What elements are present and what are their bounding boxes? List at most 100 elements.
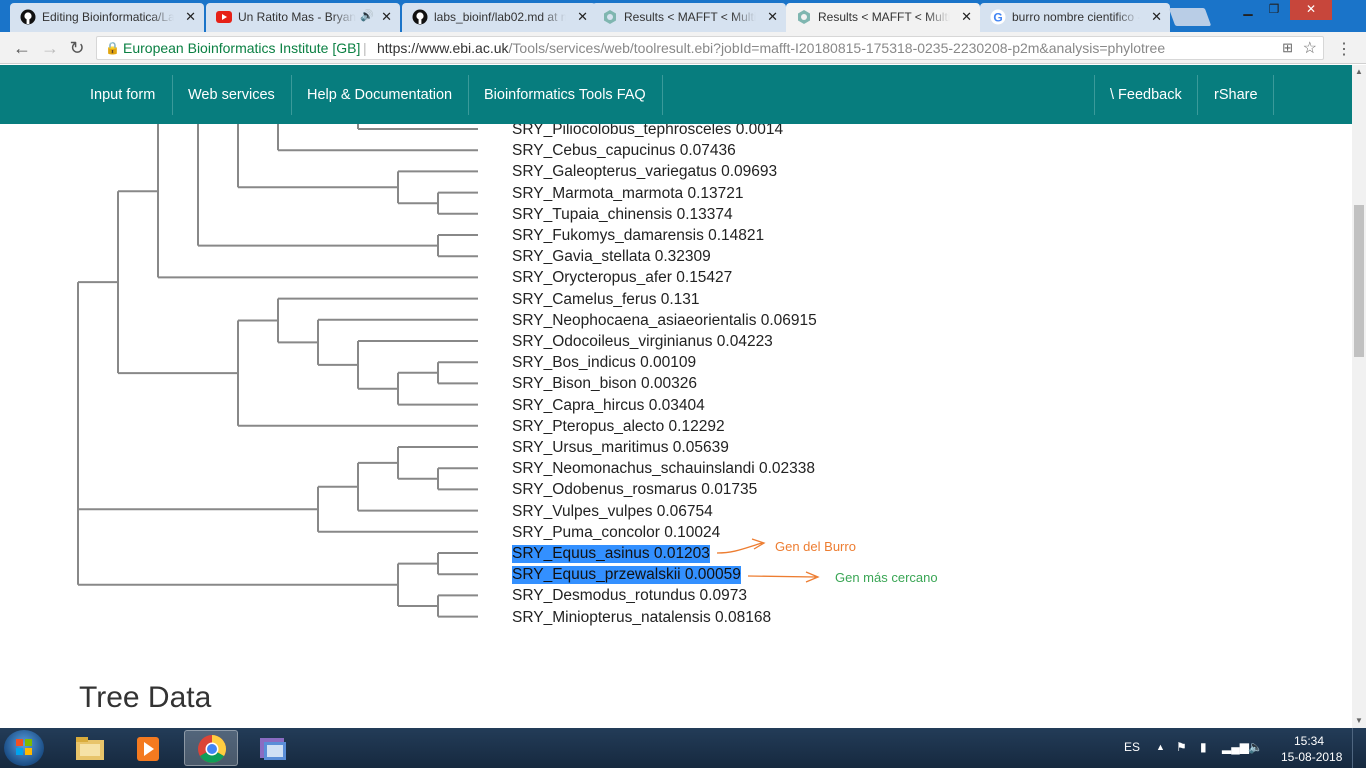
tree-leaf: SRY_Gavia_stellata 0.32309: [512, 248, 711, 266]
tree-leaf: SRY_Neomonachus_schauinslandi 0.02338: [512, 460, 816, 478]
language-indicator[interactable]: ES: [1124, 740, 1141, 754]
address-separator: |: [363, 40, 367, 56]
speaker-icon[interactable]: 🔊: [360, 10, 374, 22]
close-tab-icon[interactable]: ✕: [961, 9, 972, 24]
tree-leaf: SRY_Pteropus_alecto 0.12292: [512, 417, 725, 435]
tree-leaf: SRY_Orycteropus_afer 0.15427: [512, 269, 733, 287]
nav-divider: [172, 75, 173, 115]
nav-divider: [291, 75, 292, 115]
start-button[interactable]: [4, 730, 44, 766]
windows-taskbar: ES ▲ ⚑ ▮ ▂▄▆ 🔈 15:34 15-08-2018: [0, 728, 1366, 768]
tree-leaf: SRY_Miniopterus_natalensis 0.08168: [512, 608, 772, 626]
site-identity[interactable]: European Bioinformatics Institute [GB]: [123, 40, 361, 56]
tree-leaf: SRY_Marmota_marmota 0.13721: [512, 184, 744, 202]
explorer-icon[interactable]: [62, 730, 116, 766]
clock-time[interactable]: 15:34: [1294, 734, 1325, 748]
tree-leaf: SRY_Capra_hircus 0.03404: [512, 396, 705, 414]
tab-title: Editing Bioinformatica/La: [42, 10, 174, 24]
windows-logo-icon: [16, 739, 32, 755]
nav-help-documentation[interactable]: Help & Documentation: [307, 87, 453, 103]
star-icon[interactable]: ☆: [1302, 40, 1317, 57]
minimize-icon[interactable]: ▁: [1243, 2, 1253, 16]
tree-leaf: SRY_Puma_concolor 0.10024: [512, 523, 721, 541]
google-icon: G: [990, 9, 1006, 25]
back-icon[interactable]: ←: [13, 38, 31, 58]
tray-expand-icon[interactable]: ▲: [1156, 742, 1165, 752]
tree-leaf: SRY_Vulpes_vulpes 0.06754: [512, 502, 713, 520]
tree-leaf: SRY_Bison_bison 0.00326: [512, 375, 697, 393]
nav-feedback[interactable]: \ Feedback: [1110, 87, 1182, 103]
tree-leaf: SRY_Piliocolobus_tephrosceles 0.0014: [512, 124, 784, 138]
reload-icon[interactable]: ↻: [69, 38, 85, 58]
page-scrollbar[interactable]: ▲ ▼: [1352, 65, 1366, 728]
page-content: SRY_Rhinopithecus_roxellana 0.00468SRY_P…: [0, 124, 1352, 728]
tab-labs-bioinf[interactable]: labs_bioinf/lab02.md at m ✕: [402, 3, 596, 32]
close-tab-icon[interactable]: ✕: [767, 9, 778, 24]
tree-leaf: SRY_Tupaia_chinensis 0.13374: [512, 205, 733, 223]
power-icon[interactable]: ▮: [1200, 740, 1207, 754]
tree-leaf: SRY_Odocoileus_virginianus 0.04223: [512, 333, 773, 350]
scrollbar-thumb[interactable]: [1354, 205, 1364, 357]
tree-leaf: SRY_Galeopterus_variegatus 0.09693: [512, 163, 778, 181]
nav-divider: [468, 75, 469, 115]
url-path: /Tools/services/web/toolresult.ebi?jobId…: [508, 40, 1166, 56]
tab-editing-bioinformatica[interactable]: Editing Bioinformatica/La ✕: [10, 3, 204, 32]
nav-web-services[interactable]: Web services: [188, 87, 275, 103]
scroll-down-icon[interactable]: ▼: [1355, 716, 1363, 725]
maximize-icon[interactable]: ❐: [1268, 2, 1280, 16]
chrome-icon[interactable]: [184, 730, 238, 766]
annotation-gen-mas-cercano: Gen más cercano: [835, 570, 938, 585]
cercano-arrow: [747, 571, 820, 583]
tree-leaf: SRY_Fukomys_damarensis 0.14821: [512, 227, 765, 244]
tree-leaf: SRY_Odobenus_rosmarus 0.01735: [512, 481, 758, 499]
ebi-icon: [602, 9, 618, 25]
tree-leaf: SRY_Bos_indicus 0.00109: [512, 354, 697, 372]
tree-leaf: SRY_Desmodus_rotundus 0.0973: [512, 587, 747, 605]
close-tab-icon[interactable]: ✕: [1151, 9, 1162, 24]
tree-leaf: SRY_Camelus_ferus 0.131: [512, 290, 700, 308]
annotation-gen-del-burro: Gen del Burro: [775, 539, 856, 554]
close-tab-icon[interactable]: ✕: [185, 9, 196, 24]
browser-tab-strip: Editing Bioinformatica/La ✕ Un Ratito Ma…: [0, 0, 1366, 32]
tab-mafft-results-1[interactable]: Results < MAFFT < Multip ✕: [592, 3, 786, 32]
tab-mafft-results-2[interactable]: Results < MAFFT < Multip ✕: [786, 3, 980, 32]
tab-title: Un Ratito Mas - Bryan: [238, 10, 356, 24]
close-tab-icon[interactable]: ✕: [381, 9, 392, 24]
close-window-icon[interactable]: ✕: [1290, 0, 1332, 20]
tab-google-search[interactable]: G burro nombre cientifico - ✕: [980, 3, 1170, 32]
volume-icon[interactable]: 🔈: [1248, 740, 1263, 754]
nav-share[interactable]: rShare: [1214, 87, 1258, 103]
tab-title: burro nombre cientifico -: [1012, 10, 1140, 24]
window-icon[interactable]: [246, 730, 300, 766]
show-desktop-button[interactable]: [1352, 728, 1366, 768]
scroll-up-icon[interactable]: ▲: [1355, 67, 1363, 76]
svg-text:G: G: [993, 11, 1002, 25]
site-navigation: Input form Web services Help & Documenta…: [0, 65, 1352, 124]
tab-youtube[interactable]: Un Ratito Mas - Bryan 🔊 ✕: [206, 3, 400, 32]
burro-arrow: [716, 538, 766, 554]
nav-input-form[interactable]: Input form: [90, 87, 156, 103]
clock-date[interactable]: 15-08-2018: [1281, 750, 1343, 764]
media-player-icon[interactable]: [122, 730, 176, 766]
browser-menu-icon[interactable]: ⋮: [1336, 41, 1352, 58]
forward-icon[interactable]: →: [41, 38, 59, 58]
youtube-icon: [216, 9, 232, 25]
tree-leaf: SRY_Ursus_maritimus 0.05639: [512, 439, 729, 456]
tab-title: Results < MAFFT < Multip: [624, 10, 756, 24]
tree-leaf-selected: SRY_Equus_przewalskii 0.00059: [512, 566, 741, 585]
translate-icon[interactable]: ⊞: [1282, 40, 1293, 55]
new-tab-button[interactable]: [1168, 8, 1212, 26]
url-text[interactable]: https://www.ebi.ac.uk/Tools/services/web…: [377, 40, 1165, 56]
flag-icon[interactable]: ⚑: [1176, 740, 1187, 754]
phylogenetic-tree: [77, 124, 820, 618]
browser-toolbar: ← → ↻ 🔒 European Bioinformatics Institut…: [0, 32, 1366, 64]
nav-bioinformatics-faq[interactable]: Bioinformatics Tools FAQ: [484, 87, 646, 103]
network-icon[interactable]: ▂▄▆: [1222, 740, 1249, 754]
tree-leaf-selected: SRY_Equus_asinus 0.01203: [512, 545, 710, 563]
ebi-icon: [796, 9, 812, 25]
tab-title: Results < MAFFT < Multip: [818, 10, 950, 24]
address-bar[interactable]: 🔒 European Bioinformatics Institute [GB]…: [96, 36, 1324, 60]
nav-divider: [1197, 75, 1198, 115]
nav-divider: [662, 75, 663, 115]
close-tab-icon[interactable]: ✕: [577, 9, 588, 24]
